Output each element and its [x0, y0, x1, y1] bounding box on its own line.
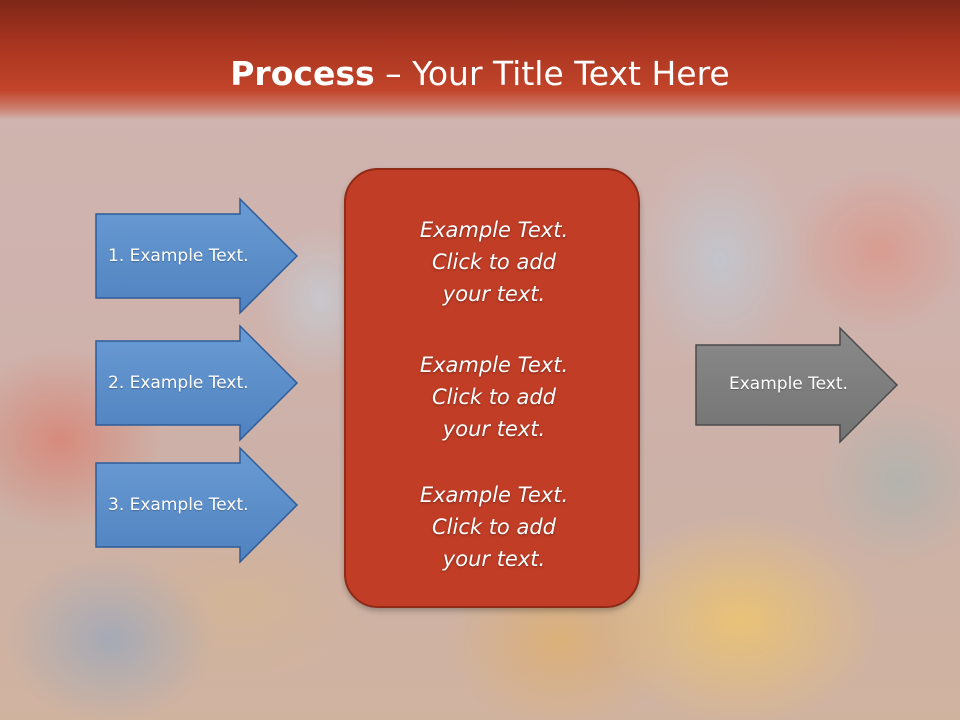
center-content-box[interactable]: Example Text. Click to add your text. Ex…: [344, 168, 640, 608]
step-arrow-1-label: 1. Example Text.: [108, 246, 249, 266]
result-arrow-label: Example Text.: [729, 374, 848, 394]
block-3-line-2: Click to add: [431, 515, 556, 539]
block-2-line-3: your text.: [442, 417, 546, 441]
block-3-line-3: your text.: [442, 547, 546, 571]
block-1-line-2: Click to add: [431, 250, 556, 274]
center-text-block-1[interactable]: Example Text. Click to add your text.: [346, 214, 642, 310]
step-arrow-3[interactable]: [95, 446, 299, 564]
block-1-line-1: Example Text.: [419, 218, 569, 242]
title-rest-text: – Your Title Text Here: [374, 54, 730, 93]
block-2-line-2: Click to add: [431, 385, 556, 409]
block-1-line-3: your text.: [442, 282, 546, 306]
block-3-line-1: Example Text.: [419, 483, 569, 507]
block-2-line-1: Example Text.: [419, 353, 569, 377]
slide-title[interactable]: Process – Your Title Text Here: [0, 52, 960, 96]
result-arrow[interactable]: [695, 326, 899, 444]
title-bold-text: Process: [230, 54, 375, 93]
center-text-block-2[interactable]: Example Text. Click to add your text.: [346, 349, 642, 445]
step-arrow-3-label: 3. Example Text.: [108, 495, 249, 515]
step-arrow-2-label: 2. Example Text.: [108, 373, 249, 393]
step-arrow-2[interactable]: [95, 324, 299, 442]
step-arrow-1[interactable]: [95, 197, 299, 315]
title-bar: [0, 0, 960, 120]
center-text-block-3[interactable]: Example Text. Click to add your text.: [346, 479, 642, 575]
